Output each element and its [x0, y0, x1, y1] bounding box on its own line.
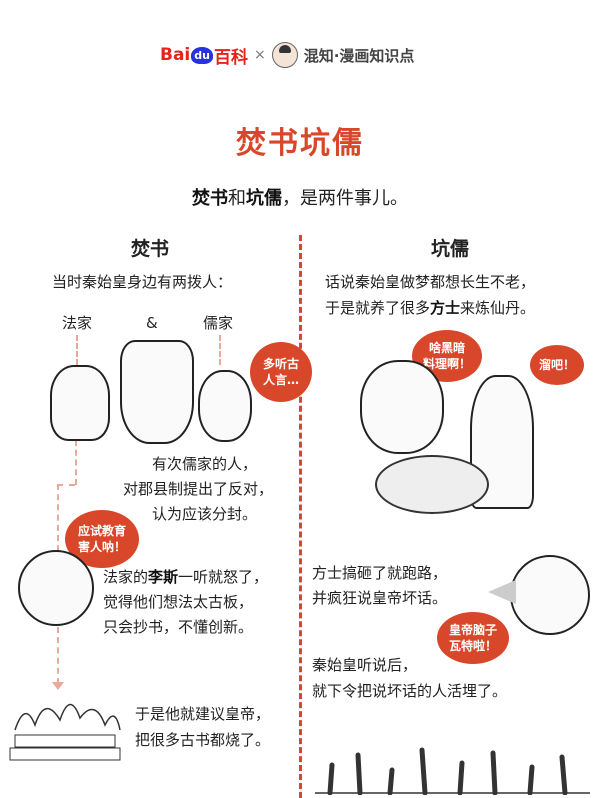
- right-story2-line: 就下令把说坏话的人活埋了。: [312, 682, 508, 700]
- bubble-text: 瓦特啦！: [448, 639, 497, 653]
- elixir-cauldron-illustration: [375, 455, 489, 514]
- label-fajia: 法家: [62, 314, 93, 332]
- shouting-fangshi-portrait: [510, 555, 590, 635]
- left-story2-line: 法家的李斯一听就怒了，: [103, 568, 268, 586]
- left-heading: 焚书: [130, 238, 169, 260]
- right-story1-line: 并疯狂说皇帝坏话。: [312, 589, 448, 607]
- story-bold: 方士: [430, 299, 461, 317]
- left-story3-line: 于是他就建议皇帝，: [135, 705, 271, 723]
- times-sign: ×: [253, 47, 266, 63]
- subtitle: 焚书和坑儒，是两件事儿。: [0, 184, 600, 210]
- guide-line: [219, 335, 221, 365]
- guide-line: [76, 335, 78, 365]
- story-text: 于是就养了很多: [325, 299, 431, 317]
- bubble-text: 皇帝脑子: [448, 623, 497, 637]
- guide-line: [57, 484, 75, 486]
- lisi-portrait: [18, 550, 94, 626]
- left-intro: 当时秦始皇身边有两拨人：: [52, 273, 233, 291]
- speech-bubble-rujia: 多听古人言…: [250, 342, 312, 402]
- speech-bubble-food: 啥黑暗料理啊！: [412, 330, 482, 382]
- right-intro-line: 于是就养了很多方士来炼仙丹。: [325, 299, 535, 317]
- bubble-text: 料理啊！: [422, 357, 471, 371]
- label-rujia: 儒家: [203, 314, 234, 332]
- left-story1-line: 对郡县制提出了反对，: [123, 480, 274, 498]
- right-heading: 坑儒: [430, 238, 469, 260]
- right-story2-line: 秦始皇听说后，: [312, 656, 418, 674]
- story-text: 法家的: [103, 568, 149, 586]
- left-story1-line: 认为应该分封。: [152, 505, 258, 523]
- rujia-face-illustration: [198, 370, 252, 442]
- subtitle-text: 和: [228, 188, 246, 209]
- left-story2-line: 只会抄书，不懂创新。: [103, 618, 254, 636]
- hunzhi-avatar-icon: [271, 42, 298, 68]
- page-title: 焚书坑儒: [236, 126, 364, 161]
- megaphone-icon: [488, 580, 516, 604]
- emperor-face-illustration: [120, 340, 194, 444]
- story-text: 一听就怒了，: [178, 568, 269, 586]
- burning-books-illustration: [9, 703, 121, 761]
- bubble-text: 多听古: [262, 357, 299, 371]
- right-intro-line: 话说秦始皇做梦都想长生不老，: [325, 273, 536, 291]
- speech-bubble-run: 溜吧！: [530, 345, 584, 385]
- bubble-text: 害人呐！: [77, 540, 126, 554]
- subtitle-text: ，是两件事儿。: [282, 188, 408, 209]
- story-text: 来炼仙丹。: [460, 299, 536, 317]
- arrow-down-icon: [52, 682, 64, 690]
- subtitle-bold: 焚书: [192, 188, 228, 209]
- guide-line: [75, 440, 77, 485]
- left-story1-line: 有次儒家的人，: [152, 455, 258, 473]
- buried-hands-illustration: [315, 747, 590, 795]
- header-logos: Bai du 百科 × 混知·漫画知识点: [160, 40, 414, 70]
- left-story2-line: 觉得他们想法太古板，: [103, 593, 254, 611]
- speech-bubble-emperor: 皇帝脑子瓦特啦！: [437, 612, 509, 664]
- center-divider: [299, 235, 302, 798]
- bubble-text: 人言…: [262, 373, 299, 387]
- fajia-face-illustration: [50, 365, 110, 441]
- subtitle-bold: 坑儒: [246, 188, 282, 209]
- bubble-text: 应试教育: [77, 524, 126, 538]
- bubble-text: 溜吧！: [538, 358, 575, 372]
- fangshi-illustration: [360, 360, 444, 454]
- right-story1-line: 方士搞砸了就跑路，: [312, 564, 448, 582]
- partner-name: 混知·漫画知识点: [303, 46, 415, 65]
- label-and: &: [146, 314, 158, 332]
- bubble-text: 啥黑暗: [428, 341, 465, 355]
- baidu-baike-logo: Bai du 百科: [160, 45, 248, 68]
- story-bold: 李斯: [148, 568, 179, 586]
- left-story3-line: 把很多古书都烧了。: [135, 731, 271, 749]
